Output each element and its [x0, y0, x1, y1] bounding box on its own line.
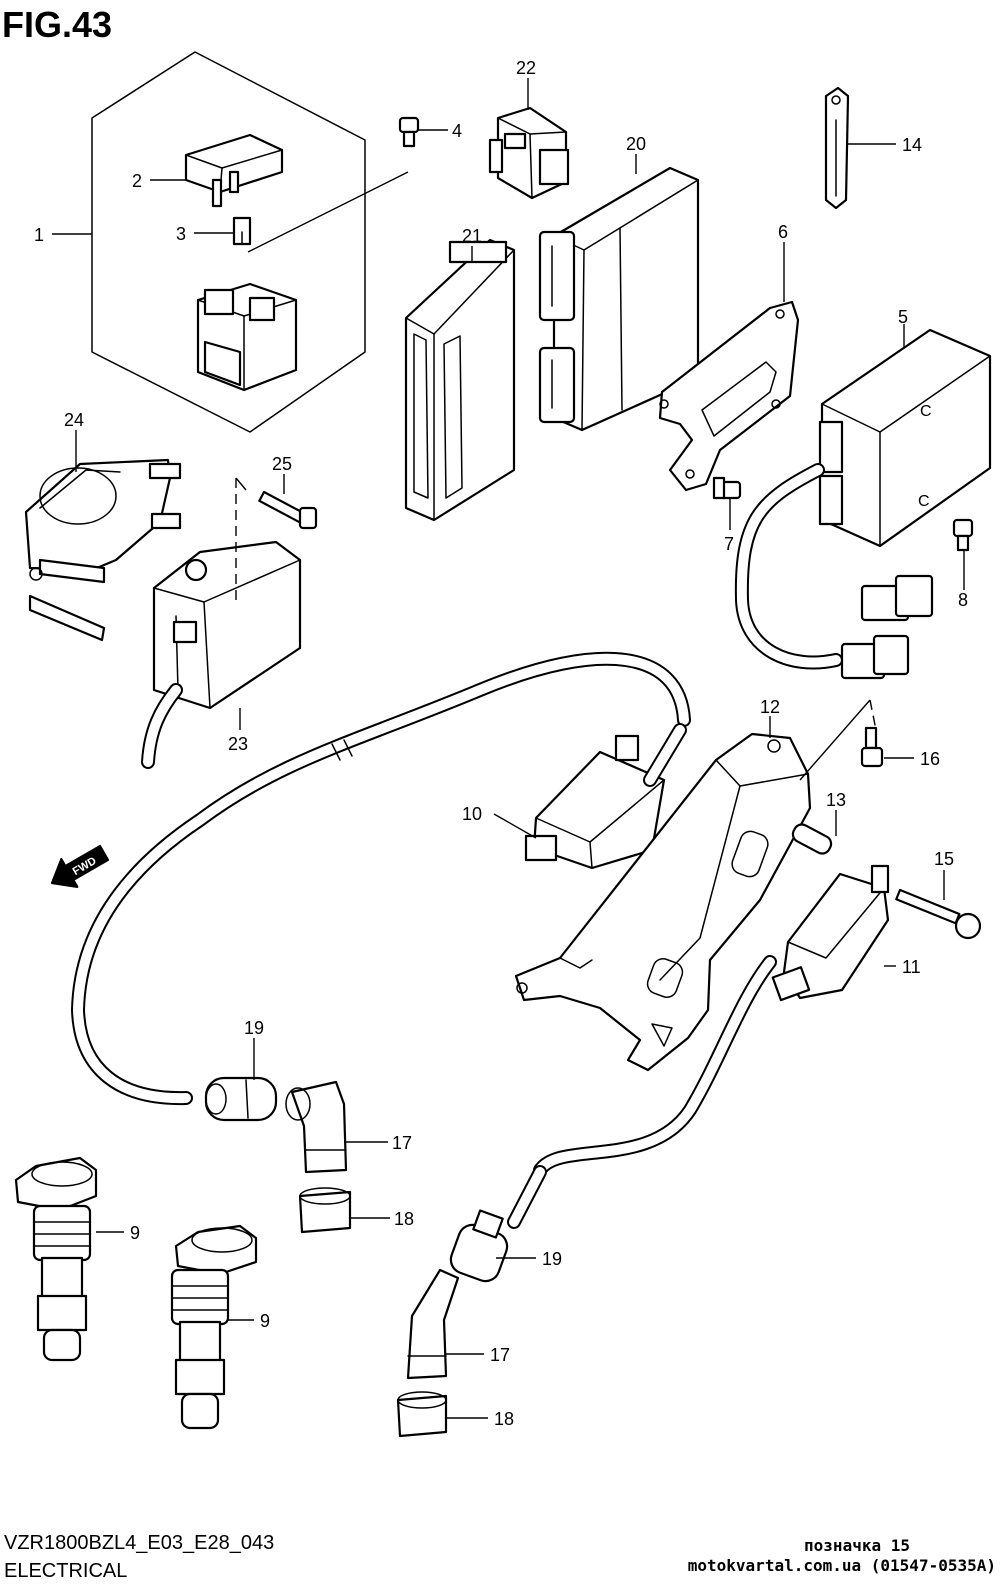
callout-labels: 1 2 3 4 5 6 7 8 9 9 10 11 12 13 14 15 16…: [34, 58, 968, 1429]
svg-text:C: C: [918, 493, 930, 510]
callout-9-a: 9: [130, 1223, 140, 1243]
seal-ring-icon: [298, 1187, 352, 1234]
regulator-rectifier-icon: [152, 540, 302, 710]
callout-9-b: 9: [260, 1311, 270, 1331]
model-code: VZR1800BZL4_E03_E28_043: [4, 1532, 275, 1554]
bolt-icon: [258, 490, 318, 530]
callout-15: 15: [934, 849, 954, 869]
callout-13: 13: [826, 790, 846, 810]
ignition-coil-icon: [524, 723, 687, 870]
callout-14: 14: [902, 135, 922, 155]
callout-24: 24: [64, 410, 84, 430]
callout-23: 23: [228, 734, 248, 754]
plug-boot-elbow-icon: [406, 1268, 460, 1380]
control-unit-icon: C C: [818, 328, 992, 548]
callout-10: 10: [462, 804, 482, 824]
callout-25: 25: [272, 454, 292, 474]
forward-arrow-icon: FWD: [50, 844, 110, 888]
cable-clamp-icon: [824, 86, 850, 210]
note-label: позначка 15: [804, 1536, 910, 1555]
plug-cap-seal-icon: [449, 1209, 509, 1283]
callout-1: 1: [34, 225, 44, 245]
starter-relay-icon: [196, 282, 298, 392]
relay-connector-icon: [488, 106, 570, 200]
screw-icon: [398, 116, 420, 148]
relay-holder-icon: [24, 458, 182, 642]
callout-2: 2: [132, 171, 142, 191]
plug-cap-seal-icon: [204, 1076, 278, 1122]
callout-4: 4: [452, 121, 462, 141]
callout-7: 7: [724, 534, 734, 554]
ignition-coil-icon: [771, 864, 890, 1002]
callout-19-a: 19: [244, 1018, 264, 1038]
callout-20: 20: [626, 134, 646, 154]
spacer-collar-icon: [791, 823, 833, 855]
callout-22: 22: [516, 58, 536, 78]
bolt-icon: [860, 726, 884, 768]
bolt-icon: [952, 518, 974, 552]
callout-6: 6: [778, 222, 788, 242]
callout-17-b: 17: [490, 1345, 510, 1365]
callout-8: 8: [958, 590, 968, 610]
stick-coil-icon: [170, 1224, 258, 1430]
seal-ring-icon: [396, 1391, 448, 1438]
stick-coil-icon: [14, 1156, 98, 1362]
svg-text:C: C: [920, 403, 932, 420]
plug-boot-elbow-icon: [285, 1080, 348, 1174]
leader-lines: [52, 78, 965, 1419]
callout-16: 16: [920, 749, 940, 769]
callout-3: 3: [176, 224, 186, 244]
harness-connector-icon: [840, 574, 934, 680]
source-label: motokvartal.com.ua (01547-0535A): [687, 1556, 996, 1575]
mounting-bracket-icon: [658, 300, 800, 492]
figure-title: FIG.43: [2, 4, 113, 45]
ecm-cover-icon: [404, 238, 516, 522]
bolt-icon: [712, 476, 742, 500]
callout-18-b: 18: [494, 1409, 514, 1429]
callout-21: 21: [462, 226, 482, 246]
bolt-icon: [895, 888, 982, 940]
fuse-icon: [232, 216, 252, 246]
callout-17-a: 17: [392, 1133, 412, 1153]
coil-bracket-icon: [514, 732, 812, 1072]
section-name: ELECTRICAL: [4, 1560, 128, 1582]
relay-assembly: [91, 51, 409, 433]
callout-5: 5: [898, 307, 908, 327]
relay-cover-icon: [184, 133, 284, 208]
callout-11: 11: [902, 957, 921, 977]
callout-19-b: 19: [542, 1249, 562, 1269]
callout-12: 12: [760, 697, 780, 717]
callout-18-a: 18: [394, 1209, 414, 1229]
